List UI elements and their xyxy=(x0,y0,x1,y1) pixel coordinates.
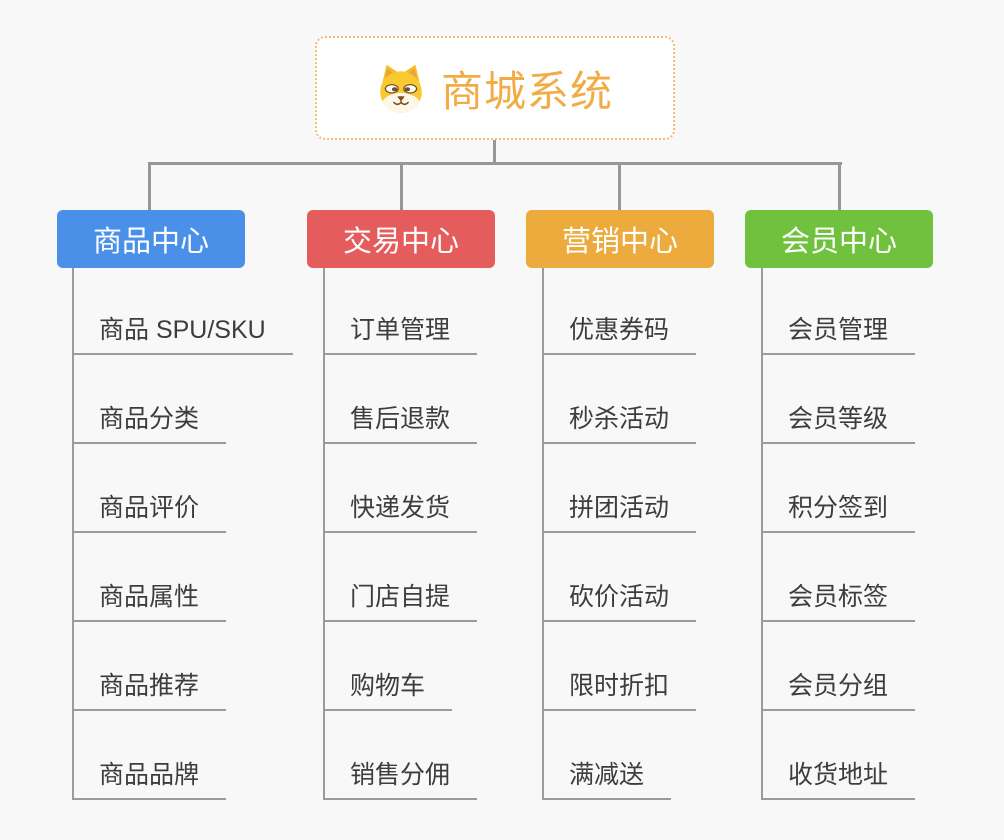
branch-label: 交易中心 xyxy=(342,226,459,258)
branch-label: 营销中心 xyxy=(561,226,678,258)
connector-trunk xyxy=(148,162,842,165)
subtopic-label[interactable]: 快递发货 xyxy=(323,488,478,533)
branch-label: 商品中心 xyxy=(92,226,209,258)
subtopic-item: 砍价活动 xyxy=(542,533,782,622)
subtopic-item: 积分签到 xyxy=(761,444,1001,533)
subtopic-item: 满减送 xyxy=(542,711,782,800)
subtopic-label[interactable]: 会员分组 xyxy=(761,666,916,711)
subtopic-item: 商品推荐 xyxy=(72,622,312,711)
subtopic-label[interactable]: 商品推荐 xyxy=(72,666,227,711)
branch-node-member-center[interactable]: 会员中心 xyxy=(745,210,933,268)
subtopic-item: 会员标签 xyxy=(761,533,1001,622)
subtopic-label[interactable]: 优惠券码 xyxy=(542,310,697,355)
subtopic-label[interactable]: 积分签到 xyxy=(761,488,916,533)
subtopic-item: 商品分类 xyxy=(72,355,312,444)
subtopic-label[interactable]: 满减送 xyxy=(542,755,672,800)
subtopic-label[interactable]: 售后退款 xyxy=(323,399,478,444)
subtopic-label[interactable]: 门店自提 xyxy=(323,577,478,622)
subtopic-item: 拼团活动 xyxy=(542,444,782,533)
branch-children-product-center: 商品 SPU/SKU 商品分类 商品评价 商品属性 商品推荐 商品品牌 xyxy=(72,268,312,800)
connector-drop xyxy=(148,162,151,211)
subtopic-item: 商品评价 xyxy=(72,444,312,533)
root-title: 商城系统 xyxy=(440,67,613,115)
subtopic-label[interactable]: 会员管理 xyxy=(761,310,916,355)
subtopic-label[interactable]: 商品属性 xyxy=(72,577,227,622)
subtopic-item: 优惠券码 xyxy=(542,268,782,355)
subtopic-label[interactable]: 收货地址 xyxy=(761,755,916,800)
connector-drop xyxy=(400,162,403,211)
subtopic-label[interactable]: 砍价活动 xyxy=(542,577,697,622)
subtopic-item: 售后退款 xyxy=(323,355,563,444)
subtopic-item: 订单管理 xyxy=(323,268,563,355)
subtopic-item: 会员分组 xyxy=(761,622,1001,711)
root-node[interactable]: 商城系统 xyxy=(315,36,675,140)
branch-node-marketing-center[interactable]: 营销中心 xyxy=(526,210,714,268)
subtopic-item: 商品品牌 xyxy=(72,711,312,800)
subtopic-item: 快递发货 xyxy=(323,444,563,533)
subtopic-label[interactable]: 商品分类 xyxy=(72,399,227,444)
subtopic-label[interactable]: 商品评价 xyxy=(72,488,227,533)
subtopic-label[interactable]: 订单管理 xyxy=(323,310,478,355)
branch-children-member-center: 会员管理 会员等级 积分签到 会员标签 会员分组 收货地址 xyxy=(761,268,1001,800)
branch-children-marketing-center: 优惠券码 秒杀活动 拼团活动 砍价活动 限时折扣 满减送 xyxy=(542,268,782,800)
subtopic-label[interactable]: 商品 SPU/SKU xyxy=(72,310,293,355)
branch-label: 会员中心 xyxy=(780,226,897,258)
subtopic-item: 秒杀活动 xyxy=(542,355,782,444)
dog-face-icon xyxy=(377,62,425,114)
subtopic-item: 会员等级 xyxy=(761,355,1001,444)
subtopic-item: 商品 SPU/SKU xyxy=(72,268,312,355)
subtopic-item: 门店自提 xyxy=(323,533,563,622)
connector-root-stem xyxy=(493,138,496,164)
subtopic-item: 会员管理 xyxy=(761,268,1001,355)
subtopic-label[interactable]: 秒杀活动 xyxy=(542,399,697,444)
subtopic-item: 限时折扣 xyxy=(542,622,782,711)
subtopic-item: 收货地址 xyxy=(761,711,1001,800)
branch-node-trade-center[interactable]: 交易中心 xyxy=(307,210,495,268)
subtopic-label[interactable]: 拼团活动 xyxy=(542,488,697,533)
branch-node-product-center[interactable]: 商品中心 xyxy=(57,210,245,268)
subtopic-item: 销售分佣 xyxy=(323,711,563,800)
subtopic-item: 购物车 xyxy=(323,622,563,711)
subtopic-label[interactable]: 会员标签 xyxy=(761,577,916,622)
connector-drop xyxy=(618,162,621,211)
subtopic-label[interactable]: 限时折扣 xyxy=(542,666,697,711)
subtopic-label[interactable]: 会员等级 xyxy=(761,399,916,444)
connector-drop xyxy=(838,162,841,211)
subtopic-item: 商品属性 xyxy=(72,533,312,622)
branch-children-trade-center: 订单管理 售后退款 快递发货 门店自提 购物车 销售分佣 xyxy=(323,268,563,800)
subtopic-label[interactable]: 销售分佣 xyxy=(323,755,478,800)
subtopic-label[interactable]: 商品品牌 xyxy=(72,755,227,800)
subtopic-label[interactable]: 购物车 xyxy=(323,666,453,711)
